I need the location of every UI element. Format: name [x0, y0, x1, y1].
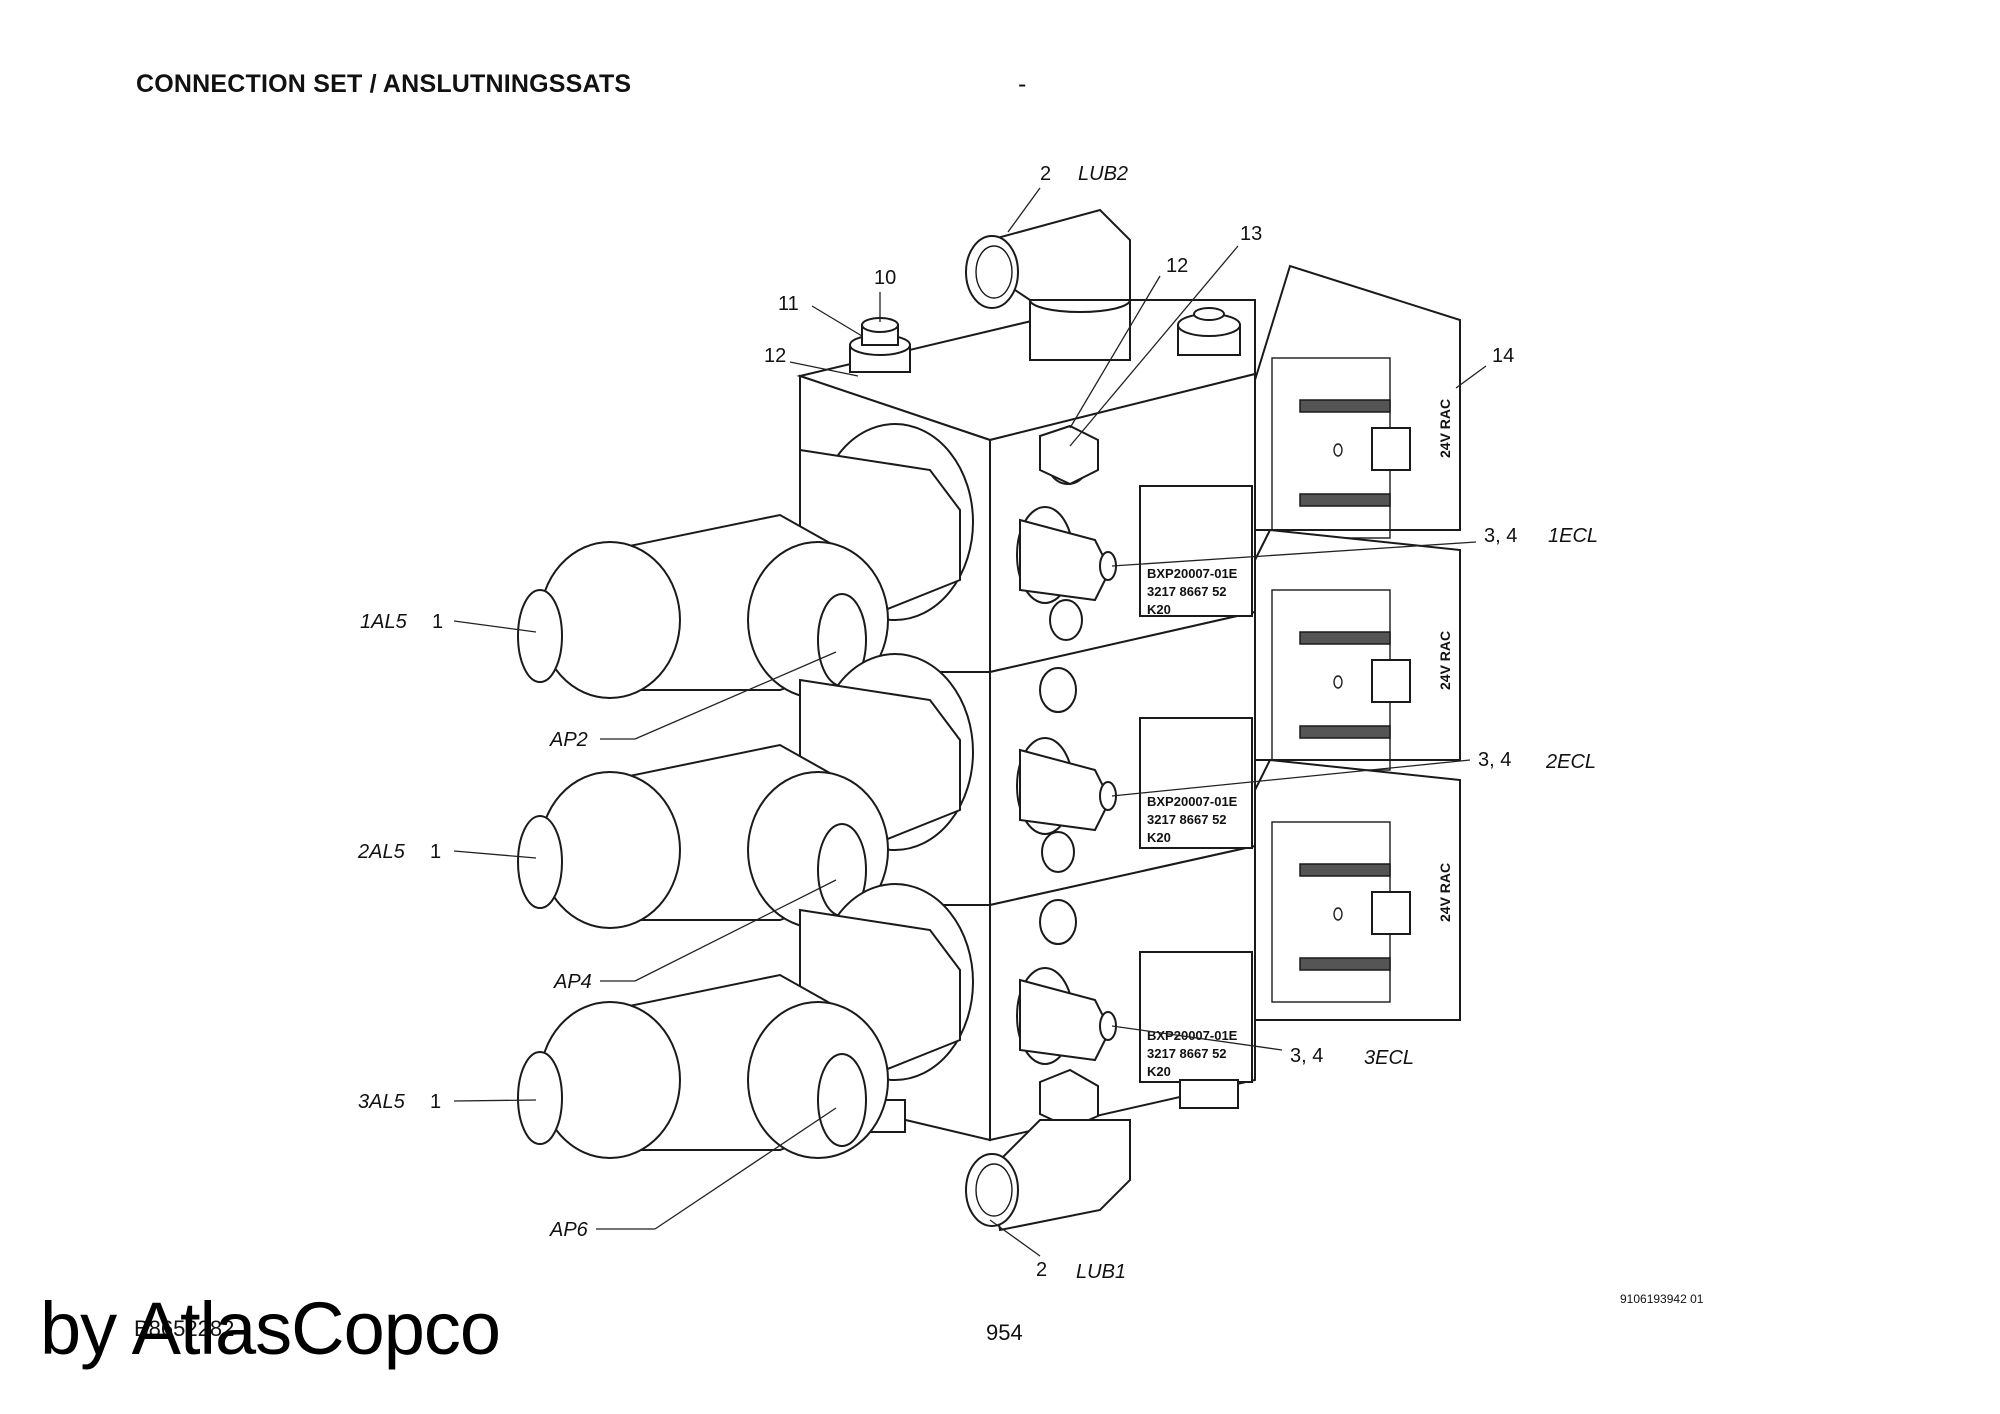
plate-1-line1: BXP20007-01E	[1147, 566, 1238, 581]
callout-2-bottom: 2	[1036, 1259, 1047, 1281]
signal-lub1: LUB1	[1076, 1261, 1126, 1283]
callout-3-4-first: 3, 4	[1484, 525, 1517, 547]
side-elbow-3	[517, 883, 974, 1159]
sensor-port-1: BXP20007-01E 3217 8667 52 K20	[1016, 431, 1253, 641]
sensor-port-2: BXP20007-01E 3217 8667 52 K20	[1016, 667, 1253, 873]
coil-label-2: 24V RAC	[1437, 631, 1453, 690]
coil-label-1: 24V RAC	[1437, 399, 1453, 458]
signal-1ecl: 1ECL	[1548, 525, 1598, 547]
plate-2-line2: 3217 8667 52	[1147, 812, 1227, 827]
signal-2ecl: 2ECL	[1545, 751, 1596, 773]
plate-3-line2: 3217 8667 52	[1147, 1046, 1227, 1061]
callout-2-top: 2	[1040, 163, 1051, 185]
solenoid-coil-3: 24V RAC	[1254, 758, 1461, 1021]
plate-1-line3: K20	[1147, 602, 1171, 617]
document-code: B8652282	[134, 1316, 235, 1341]
callout-12-left: 12	[764, 345, 786, 367]
solenoid-coil-1: 24V RAC	[1254, 264, 1461, 539]
side-elbow-1	[517, 423, 974, 699]
plug-fitting-bottom-right	[1179, 1079, 1239, 1109]
elbow-fitting-lub1	[965, 1119, 1131, 1232]
callout-13: 13	[1240, 223, 1262, 245]
leader-lines	[453, 187, 1487, 1257]
callout-14: 14	[1492, 345, 1514, 367]
callout-3-4-second: 3, 4	[1478, 749, 1511, 771]
callout-12-right: 12	[1166, 255, 1188, 277]
callout-3-4-third: 3, 4	[1290, 1045, 1323, 1067]
signal-lub2: LUB2	[1078, 163, 1128, 185]
signal-3ecl: 3ECL	[1364, 1047, 1414, 1069]
plug-fitting-top-right	[1177, 307, 1241, 356]
watermark: by AtlasCopco	[40, 1287, 501, 1370]
plate-2-line1: BXP20007-01E	[1147, 794, 1238, 809]
page-dash: -	[1018, 70, 1027, 98]
hex-plug-upper	[1039, 424, 1099, 486]
page-number: 954	[986, 1320, 1023, 1345]
signal-ap4: AP4	[553, 971, 592, 993]
callout-1-third: 1	[430, 1091, 441, 1113]
side-elbow-2	[517, 653, 974, 929]
hex-plug-lower	[1039, 1068, 1099, 1130]
signal-1al5: 1AL5	[360, 611, 408, 633]
plug-fitting-top-left	[849, 317, 911, 373]
signal-2al5: 2AL5	[357, 841, 406, 863]
elbow-fitting-lub2	[965, 208, 1131, 361]
plate-3-line3: K20	[1147, 1064, 1171, 1079]
plate-2-line3: K20	[1147, 830, 1171, 845]
signal-ap6: AP6	[549, 1219, 589, 1241]
coil-label-3: 24V RAC	[1437, 863, 1453, 922]
sensor-port-3: BXP20007-01E 3217 8667 52 K20	[1016, 899, 1253, 1083]
drawing-reference: 9106193942 01	[1620, 1292, 1704, 1306]
callout-1-first: 1	[432, 611, 443, 633]
plate-1-line2: 3217 8667 52	[1147, 584, 1227, 599]
solenoid-coil-2: 24V RAC	[1254, 528, 1461, 771]
plate-3-line1: BXP20007-01E	[1147, 1028, 1238, 1043]
signal-3al5: 3AL5	[358, 1091, 406, 1113]
callout-1-second: 1	[430, 841, 441, 863]
page-title: CONNECTION SET / ANSLUTNINGSSATS	[136, 70, 632, 98]
callout-11: 11	[778, 293, 799, 315]
signal-ap2: AP2	[549, 729, 588, 751]
callout-10: 10	[874, 267, 896, 289]
